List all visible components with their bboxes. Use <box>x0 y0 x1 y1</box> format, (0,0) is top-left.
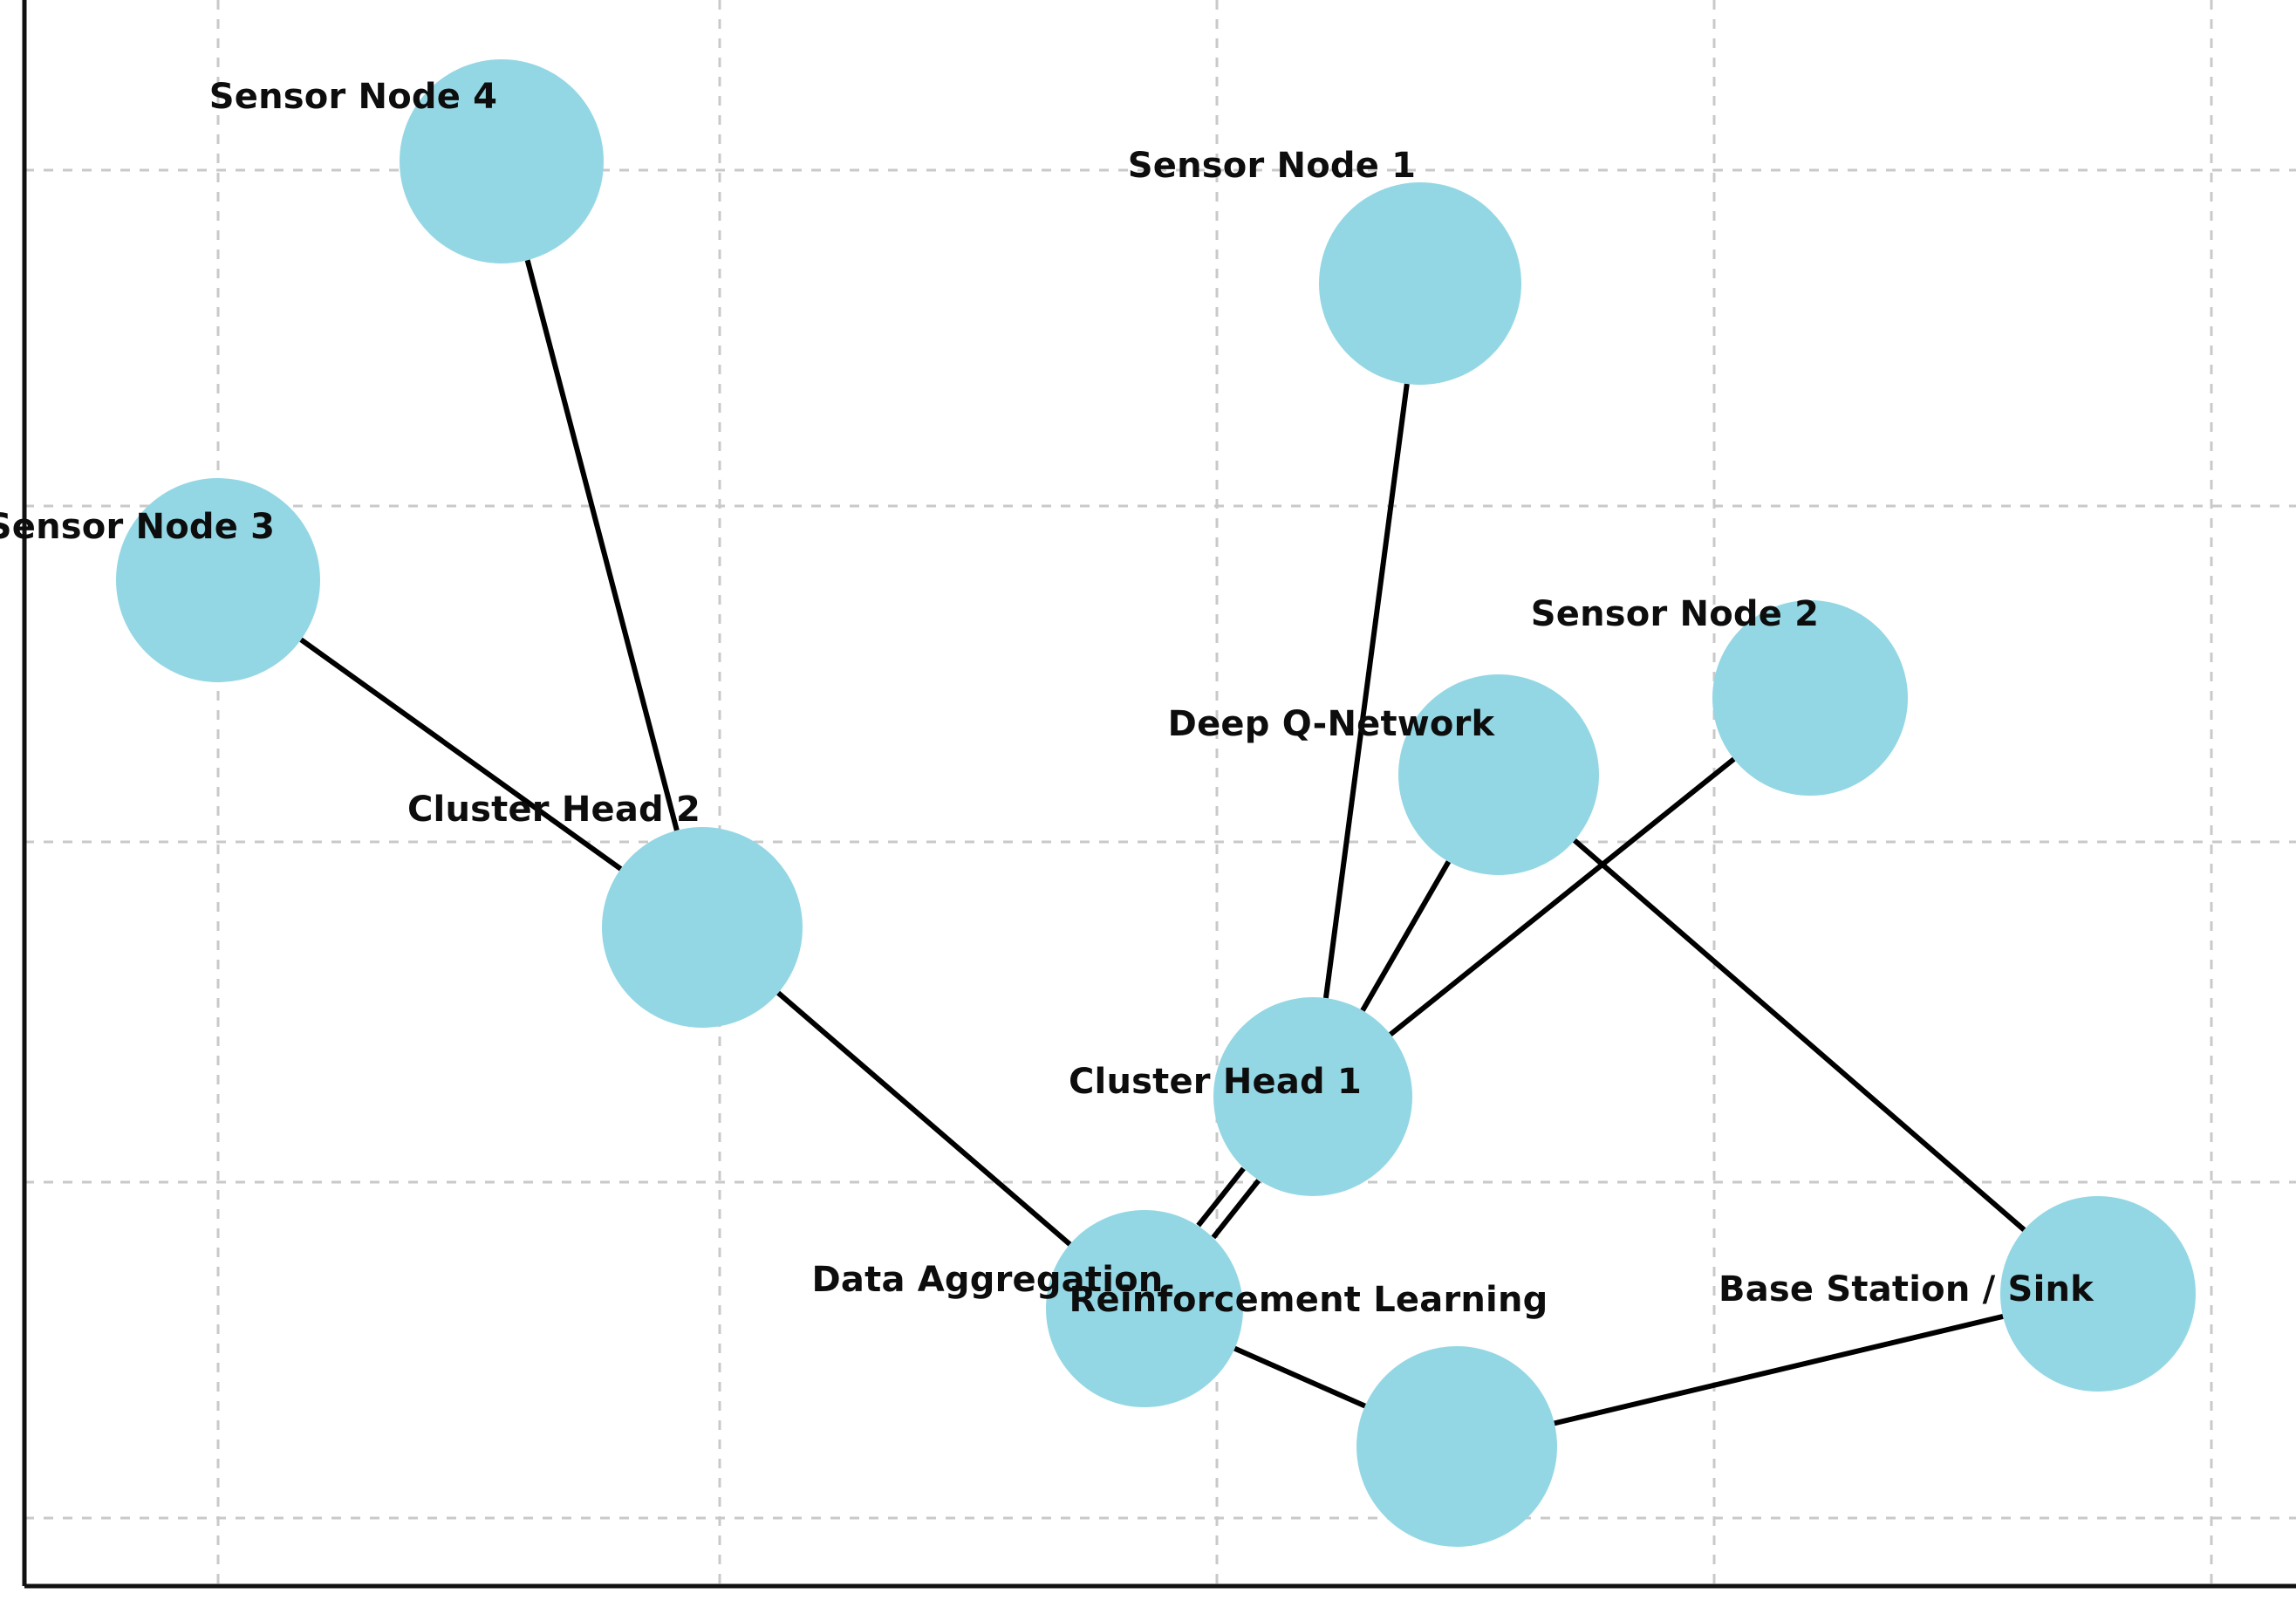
graph-node-sensor-node-3[interactable] <box>116 478 320 682</box>
graph-edge <box>524 259 680 831</box>
graph-node-sensor-node-4[interactable] <box>400 59 604 263</box>
graph-edge <box>1572 838 2026 1232</box>
graph-edge <box>1211 1179 1261 1240</box>
graph-edge <box>1322 383 1410 999</box>
graph-node-reinforcement-learning[interactable] <box>1356 1346 1557 1547</box>
graph-node-data-aggregation[interactable] <box>1046 1210 1243 1407</box>
graph-edge <box>776 990 1072 1247</box>
graph-edge <box>1233 1345 1367 1409</box>
axis-layer <box>22 0 2296 1589</box>
node-layer <box>116 59 2196 1547</box>
graph-node-deep-q-network[interactable] <box>1398 674 1599 875</box>
graph-node-cluster-head-2[interactable] <box>602 827 803 1028</box>
graph-node-sensor-node-2[interactable] <box>1712 600 1908 796</box>
graph-node-sensor-node-1[interactable] <box>1319 182 1521 385</box>
graph-node-cluster-head-1[interactable] <box>1213 997 1412 1196</box>
graph-edge <box>1196 1166 1246 1228</box>
graph-edge <box>299 637 623 872</box>
edge-layer <box>299 259 2026 1426</box>
graph-node-base-station-sink[interactable] <box>2000 1196 2196 1392</box>
graph-edge <box>1360 860 1452 1012</box>
grid-layer <box>24 0 2296 1586</box>
graph-edge <box>1554 1314 2004 1426</box>
graph-edge <box>1389 756 1736 1037</box>
